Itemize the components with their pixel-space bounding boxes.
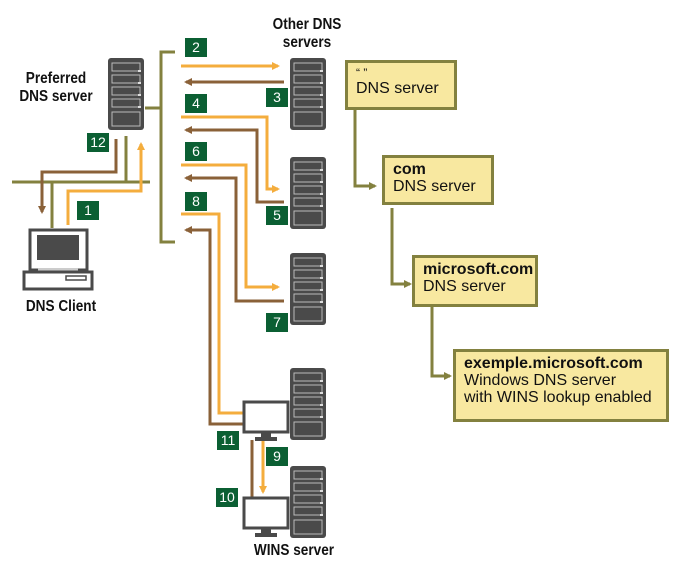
exemple-dns-title: exemple.microsoft.com	[464, 355, 643, 372]
com-dns-subtitle: DNS server	[393, 178, 476, 195]
step-badge-6: 6	[185, 142, 207, 161]
wins-monitor-icon	[242, 496, 290, 539]
other-dns-label: Other DNS servers	[272, 16, 342, 51]
other-dns-server-icon	[289, 252, 327, 326]
step-badge-5: 5	[266, 206, 288, 225]
network-lines	[12, 50, 452, 380]
exemple-dns-box: exemple.microsoft.com Windows DNS server…	[453, 349, 669, 422]
com-dns-title: com	[393, 161, 426, 178]
step-badge-8: 8	[185, 192, 207, 211]
preferred-dns-label: Preferred DNS server	[19, 70, 93, 105]
microsoft-dns-subtitle: DNS server	[423, 278, 506, 295]
step-badge-3: 3	[266, 88, 288, 107]
step-badge-2: 2	[185, 38, 207, 57]
step-badge-7: 7	[266, 313, 288, 332]
other-dns-server-icon	[289, 57, 327, 131]
wins-server-icon	[289, 465, 327, 539]
step-badge-1: 1	[77, 201, 99, 220]
dns-client-label: DNS Client	[25, 298, 97, 315]
microsoft-dns-title: microsoft.com	[423, 261, 534, 278]
exemple-dns-line-1: Windows DNS server	[464, 372, 617, 389]
exemple-dns-line-2: with WINS lookup enabled	[464, 389, 652, 406]
step-badge-10: 10	[216, 488, 238, 507]
step-badge-11: 11	[217, 431, 239, 450]
step-badge-9: 9	[266, 447, 288, 466]
microsoft-dns-box: microsoft.com DNS server	[412, 255, 538, 307]
step-badge-4: 4	[185, 94, 207, 113]
request-arrows	[66, 62, 280, 494]
preferred-dns-server-icon	[107, 57, 145, 131]
root-dns-title: “ ”	[356, 66, 368, 80]
wins-monitor-icon	[242, 400, 290, 443]
response-arrows	[38, 78, 284, 500]
com-dns-box: com DNS server	[382, 155, 494, 205]
step-badge-12: 12	[87, 133, 109, 152]
wins-server-label: WINS server	[253, 542, 335, 559]
root-dns-subtitle: DNS server	[356, 80, 439, 97]
wins-dns-server-icon	[289, 367, 327, 441]
other-dns-server-icon	[289, 156, 327, 230]
root-dns-box: “ ” DNS server	[345, 60, 457, 110]
dns-client-computer-icon	[22, 228, 94, 291]
